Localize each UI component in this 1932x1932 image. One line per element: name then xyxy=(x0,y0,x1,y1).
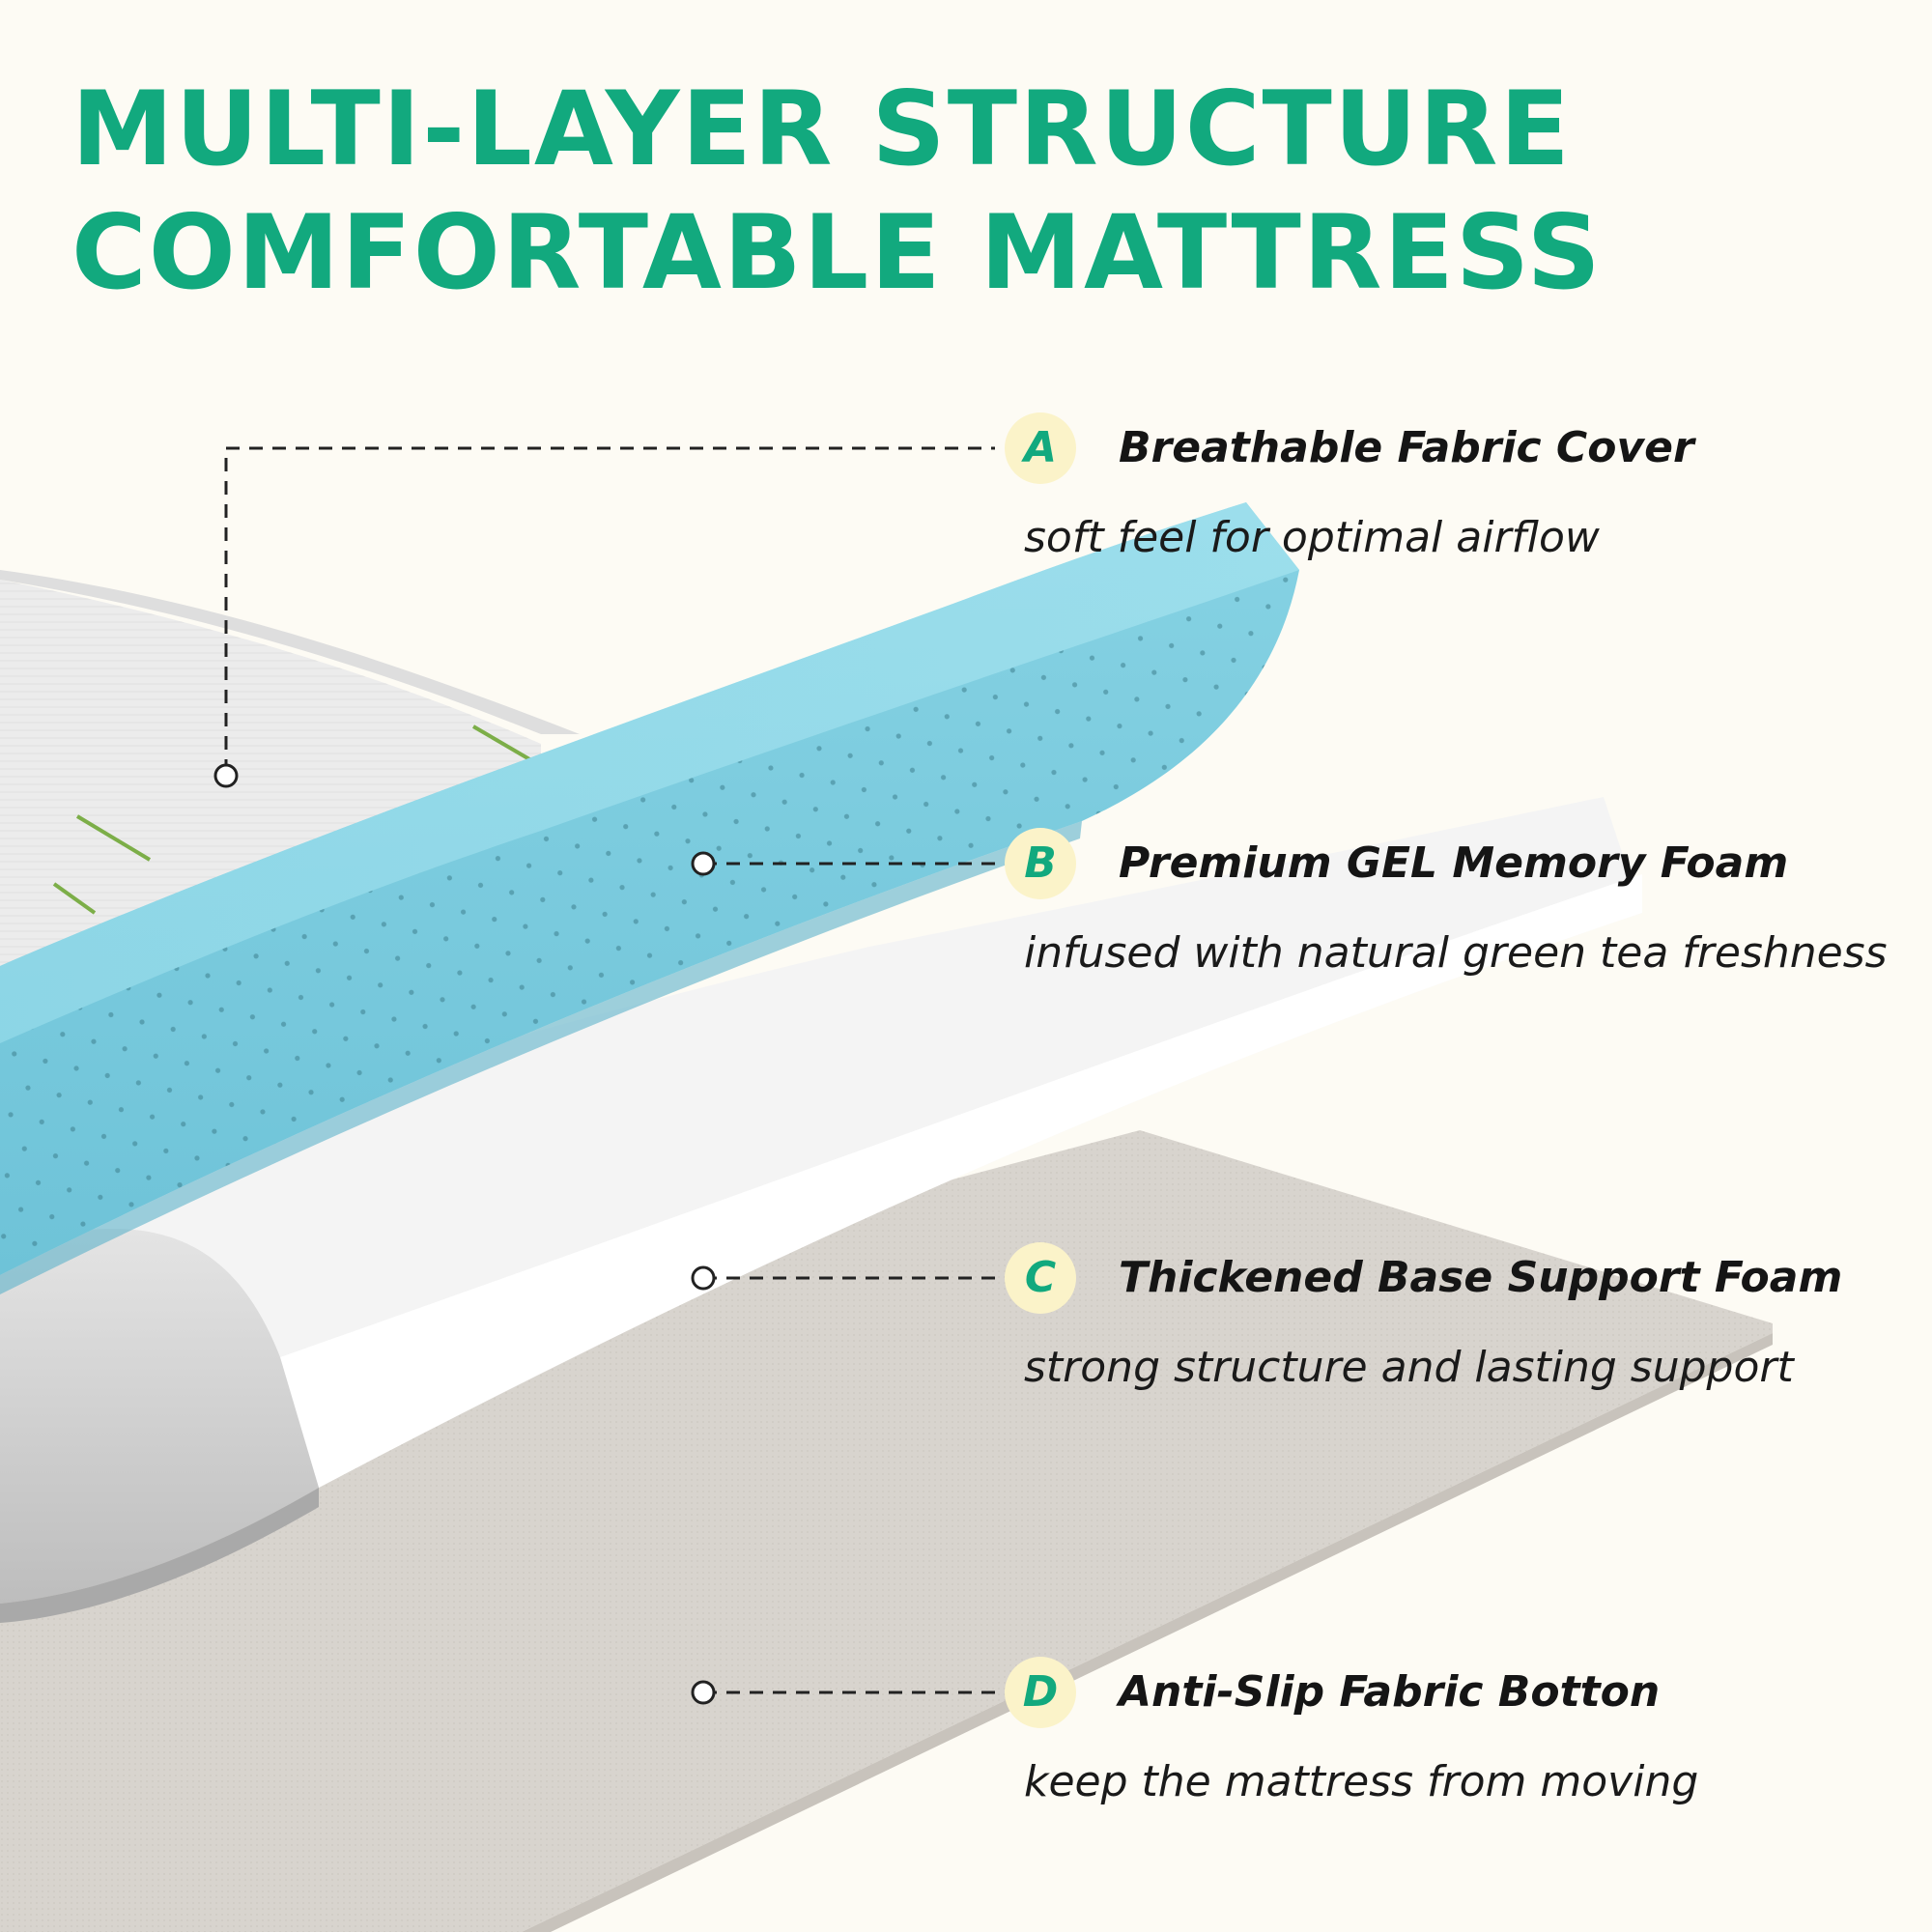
connector-a xyxy=(224,446,995,773)
title-line-2: COMFORTABLE MATTRESS xyxy=(71,193,1603,312)
fabric-cover-layer xyxy=(0,580,541,976)
layer-a-badge: A xyxy=(1005,412,1076,484)
anchor-dot-a xyxy=(213,763,239,788)
anchor-dot-c xyxy=(691,1265,716,1291)
layer-c-badge: C xyxy=(1005,1242,1076,1314)
layer-b-badge: B xyxy=(1005,828,1076,899)
layer-d-badge: D xyxy=(1005,1657,1076,1728)
layer-a-title: Breathable Fabric Cover xyxy=(1119,423,1694,472)
layer-d-title: Anti-Slip Fabric Botton xyxy=(1119,1667,1661,1717)
anchor-dot-d xyxy=(691,1680,716,1705)
page-title: MULTI-LAYER STRUCTURE COMFORTABLE MATTRE… xyxy=(71,68,1603,315)
layer-b-description: infused with natural green tea freshness xyxy=(1024,928,1888,978)
layer-c-description: strong structure and lasting support xyxy=(1024,1343,1794,1392)
layer-a-description: soft feel for optimal airflow xyxy=(1024,513,1600,562)
title-line-1: MULTI-LAYER STRUCTURE xyxy=(71,70,1572,188)
anchor-dot-b xyxy=(691,851,716,876)
layer-d-description: keep the mattress from moving xyxy=(1024,1757,1699,1806)
layer-b-title: Premium GEL Memory Foam xyxy=(1119,838,1789,888)
layer-c-title: Thickened Base Support Foam xyxy=(1119,1253,1843,1302)
